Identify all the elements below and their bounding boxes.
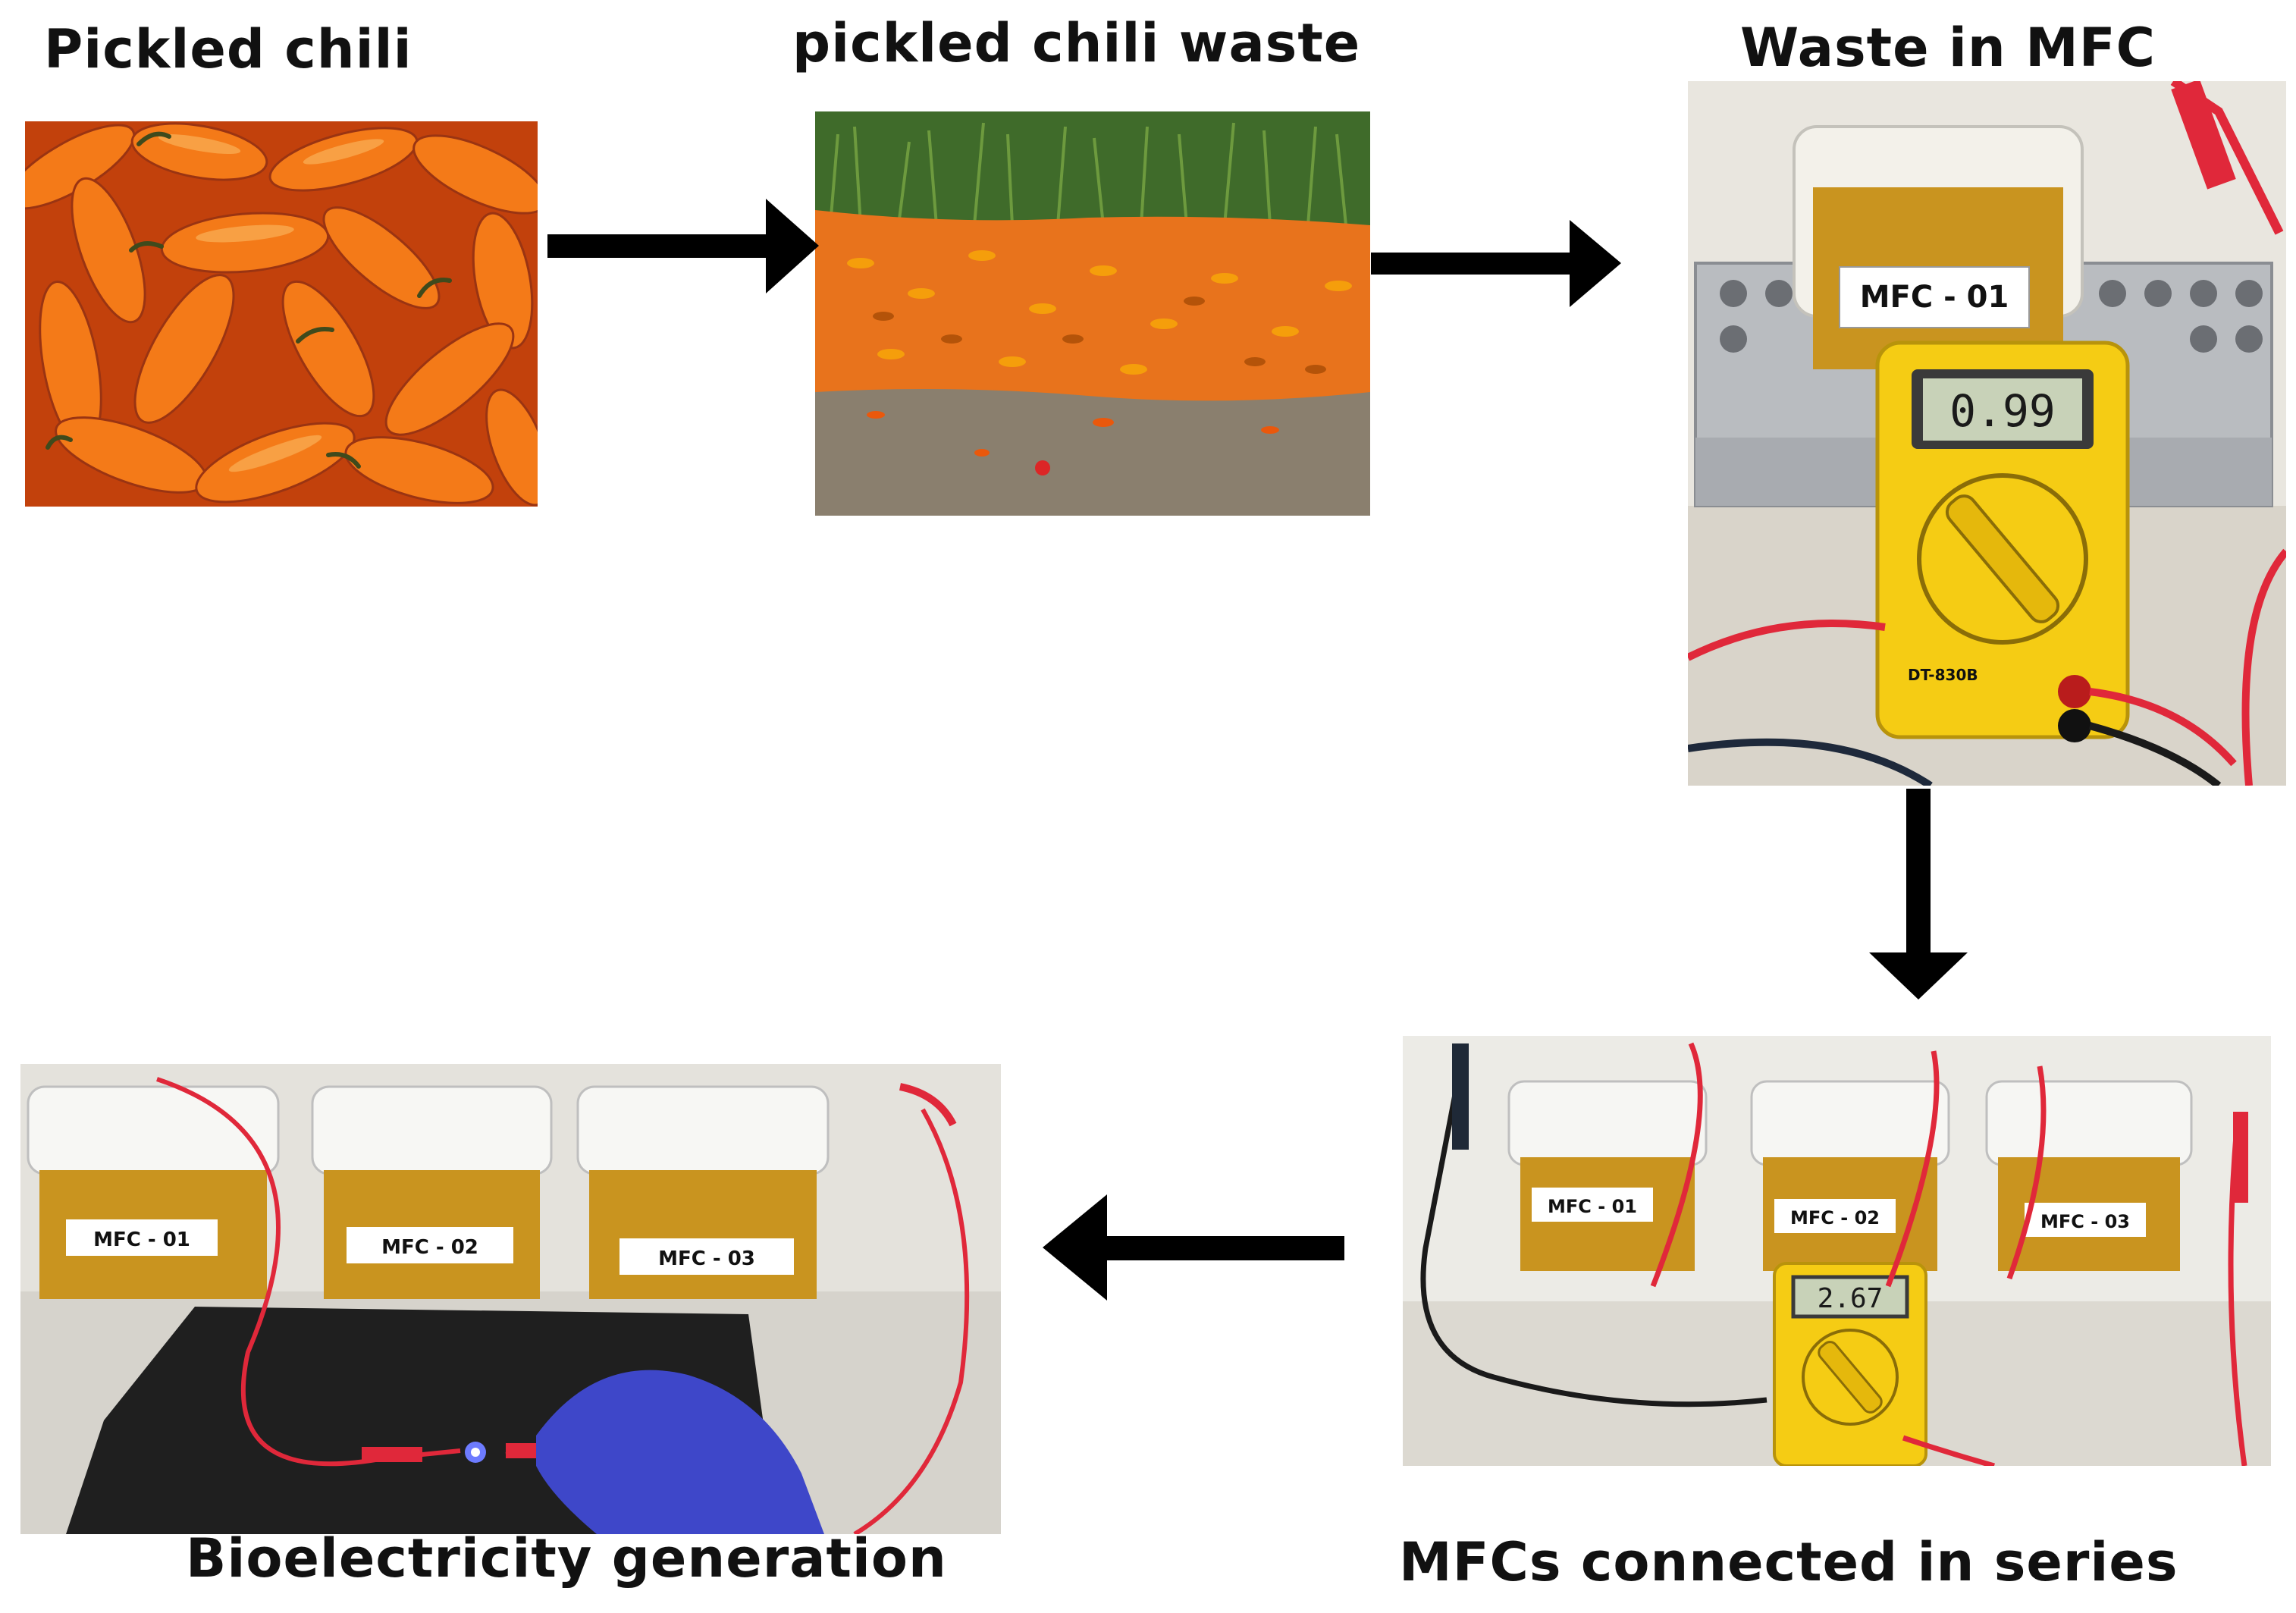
chili-waste-photo bbox=[815, 111, 1370, 516]
label-mfcs-connected-in-series: MFCs connected in series bbox=[1399, 1531, 2178, 1593]
mfc-cell-2: MFC - 02 bbox=[1750, 1080, 1950, 1271]
chili-peppers bbox=[25, 122, 538, 507]
label-pickled-chili-waste: pickled chili waste bbox=[792, 12, 1361, 74]
meter-model-label: DT-830B bbox=[1908, 666, 1978, 684]
bio-cell-2: MFC - 02 bbox=[311, 1085, 553, 1299]
label-pickled-chili: Pickled chili bbox=[44, 18, 412, 80]
multimeter: 0.99 DT-830B bbox=[1875, 340, 2130, 742]
series-cell-tag-1: MFC - 01 bbox=[1548, 1196, 1637, 1217]
arrow-down-icon bbox=[1869, 789, 1968, 999]
mfc-cell-1: MFC - 01 bbox=[1507, 1080, 1708, 1271]
bio-cell-tag-2: MFC - 02 bbox=[381, 1236, 478, 1259]
waste-in-mfc-photo: MFC - 01 0.99 DT-830B bbox=[1688, 81, 2286, 786]
mfcs-in-series-photo: MFC - 01 MFC - 02 MFC - 03 2.67 bbox=[1403, 1036, 2271, 1466]
mfc-cell-tag: MFC - 01 bbox=[1860, 280, 2009, 315]
series-cell-tag-2: MFC - 02 bbox=[1790, 1207, 1880, 1229]
label-bioelectricity-generation: Bioelectricity generation bbox=[186, 1527, 947, 1589]
label-waste-in-mfc: Waste in MFC bbox=[1740, 17, 2156, 79]
pickled-chili-photo bbox=[25, 121, 538, 507]
arrow-right-icon-2 bbox=[1371, 220, 1621, 307]
arrow-right-icon bbox=[547, 199, 819, 293]
series-meter-display-reading: 2.67 bbox=[1818, 1283, 1884, 1314]
bio-cell-1: MFC - 01 bbox=[27, 1085, 280, 1299]
arrow-left-icon bbox=[1043, 1194, 1344, 1301]
mfc-cell-3: MFC - 03 bbox=[1985, 1080, 2193, 1271]
mfc-container: MFC - 01 bbox=[1793, 125, 2084, 369]
bioelectricity-photo: MFC - 01 MFC - 02 MFC - 03 bbox=[20, 1064, 1001, 1534]
bio-cell-3: MFC - 03 bbox=[576, 1085, 830, 1299]
meter-display-reading: 0.99 bbox=[1949, 385, 2056, 437]
series-cell-tag-3: MFC - 03 bbox=[2040, 1211, 2130, 1232]
bio-cell-tag-3: MFC - 03 bbox=[658, 1247, 755, 1270]
series-multimeter: 2.67 bbox=[1773, 1262, 1927, 1466]
bio-cell-tag-1: MFC - 01 bbox=[93, 1229, 190, 1251]
blue-glove bbox=[536, 1370, 824, 1534]
